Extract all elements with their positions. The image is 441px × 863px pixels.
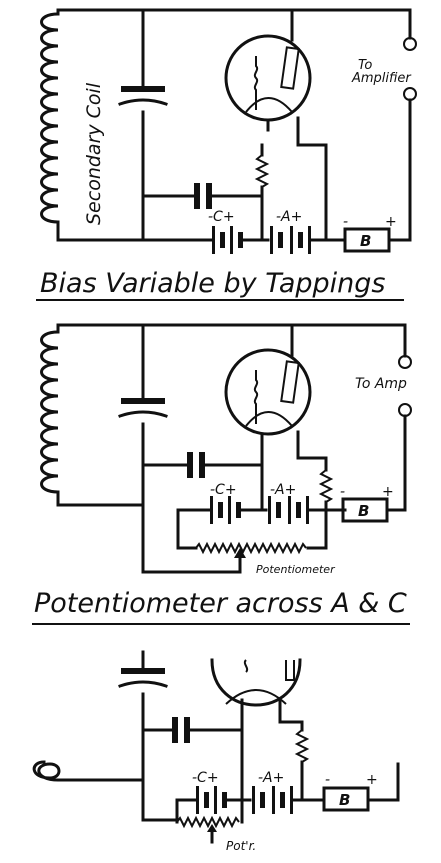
battery-b-label-3: B — [339, 791, 350, 809]
diagram-pot-variant: -C+ -A+ B - + Pot'r. — [32, 650, 400, 853]
caption-1: Bias Variable by Tappings — [40, 268, 386, 299]
b-minus-label-3: - — [325, 772, 330, 788]
b-plus-label: + — [385, 214, 397, 230]
pot-label: Pot'r. — [226, 839, 256, 853]
caption-2: Potentiometer across A & C — [34, 588, 407, 619]
battery-b-label-2: B — [358, 502, 369, 520]
battery-a-label-3: -A+ — [258, 770, 284, 786]
battery-c-label-3: -C+ — [192, 770, 219, 786]
b-plus-label-2: + — [382, 484, 394, 500]
b-plus-label-3: + — [366, 772, 378, 788]
battery-a-label: -A+ — [276, 209, 302, 225]
potentiometer-label: Potentiometer — [256, 563, 336, 576]
amplifier-label: Amplifier — [351, 71, 412, 86]
diagram-bias-tappings: Secondary Coil To Amplifier -C+ -A+ B - … — [36, 8, 417, 301]
b-minus-label-2: - — [340, 484, 345, 500]
secondary-coil — [40, 12, 60, 224]
battery-c-label: -C+ — [208, 209, 235, 225]
coil-2 — [40, 330, 60, 494]
diagram-potentiometer-across: To Amp -C+ -A+ B - + Potentiometer Poten… — [32, 323, 412, 625]
to-label: To — [358, 58, 372, 73]
battery-b-label: B — [360, 232, 371, 250]
coil-3 — [32, 760, 72, 782]
to-amp-label: To Amp — [355, 376, 407, 392]
battery-a-label-2: -A+ — [270, 482, 296, 498]
b-minus-label: - — [343, 214, 348, 230]
secondary-coil-label: Secondary Coil — [83, 82, 105, 225]
battery-c-label-2: -C+ — [210, 482, 237, 498]
